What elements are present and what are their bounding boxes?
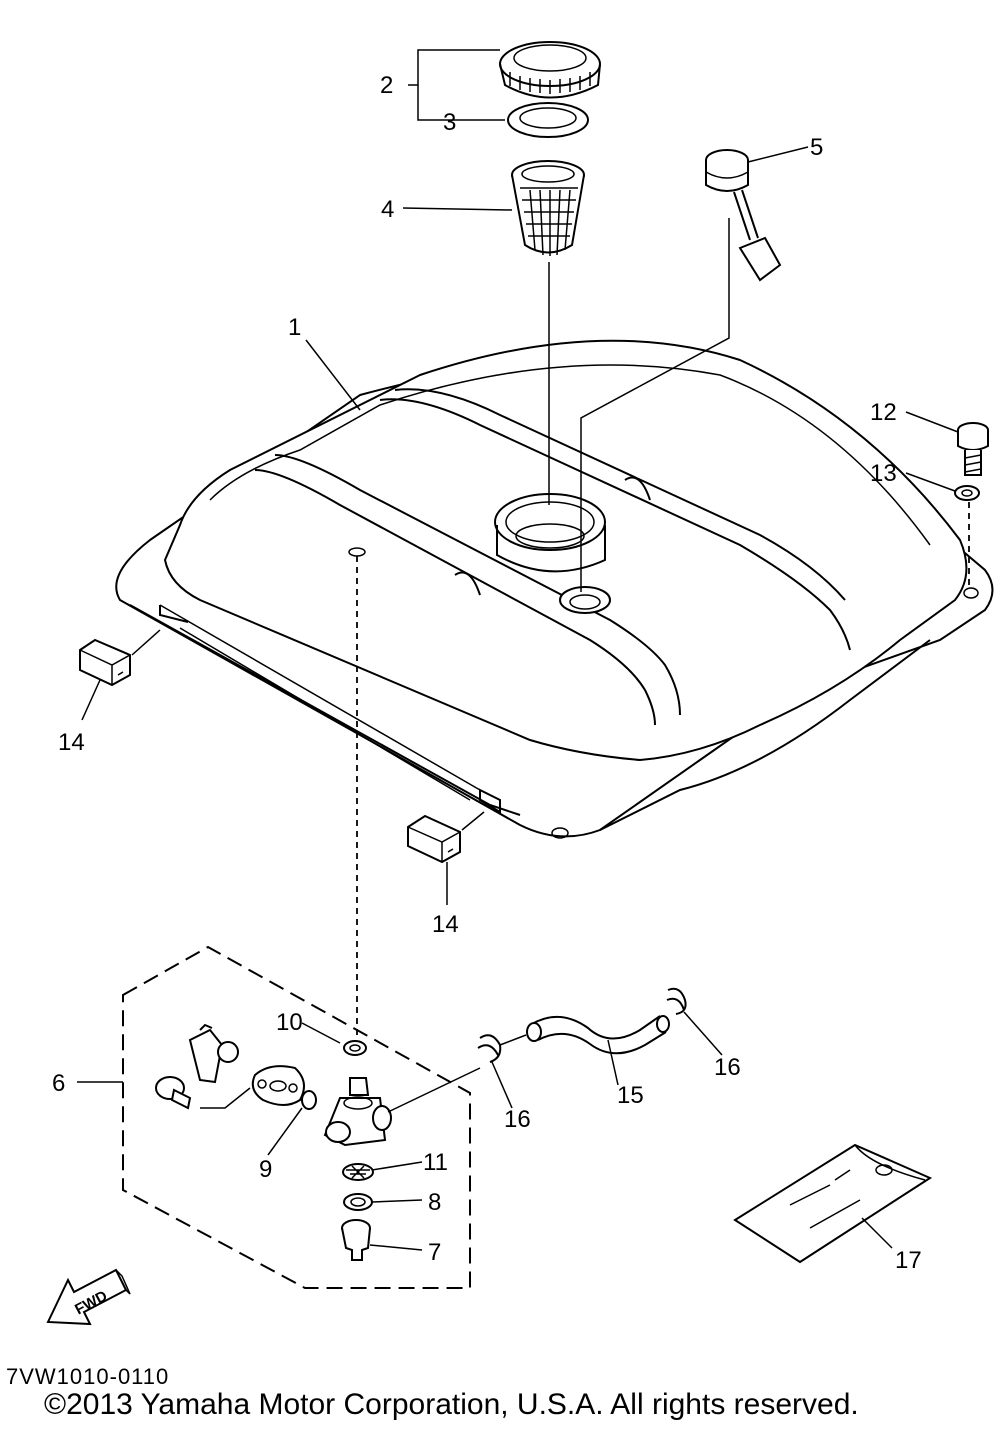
tank-cap	[499, 41, 601, 99]
assembly-lines	[131, 218, 970, 1113]
callout-1: 1	[288, 314, 301, 341]
callout-17: 17	[895, 1247, 922, 1274]
cap-seal	[507, 102, 589, 138]
callout-12: 12	[870, 399, 897, 426]
fwd-arrow-icon: FWD	[46, 1268, 131, 1326]
fuel-cock-group-outline	[122, 945, 471, 1289]
filter-screen	[342, 1163, 374, 1181]
fuel-cock-body	[323, 1077, 392, 1147]
callout-16-right: 16	[714, 1054, 741, 1081]
cup	[341, 1219, 371, 1261]
hose-clip-right	[666, 987, 687, 1015]
callout-13: 13	[870, 460, 897, 487]
callout-15: 15	[617, 1082, 644, 1109]
bolt	[957, 422, 989, 476]
callout-7: 7	[428, 1239, 441, 1266]
damper-right	[407, 814, 461, 864]
cock-o-ring	[343, 1193, 373, 1211]
diagram-code: 7VW1010-0110	[6, 1364, 170, 1389]
callout-14-left: 14	[58, 729, 85, 756]
callout-10: 10	[276, 1009, 303, 1036]
callout-14-right: 14	[432, 911, 459, 938]
callout-6: 6	[52, 1070, 65, 1097]
callout-8: 8	[428, 1189, 441, 1216]
hose-clip-left	[477, 1034, 502, 1063]
fuel-cock-lever	[188, 1023, 239, 1084]
fuel-cock-knob	[155, 1076, 192, 1110]
callout-9: 9	[259, 1156, 272, 1183]
fuel-tank	[115, 339, 994, 839]
callout-labels: 2 3 4 5 1 12 13 14 14 6 10 9 11 8 7 15 1…	[52, 72, 922, 1274]
o-ring	[301, 1090, 317, 1110]
callout-3: 3	[443, 109, 456, 136]
fuel-hose	[526, 1015, 670, 1055]
callout-16-left: 16	[504, 1106, 531, 1133]
leader-lines	[77, 49, 959, 1251]
strainer	[511, 160, 585, 256]
damper-left	[79, 638, 131, 687]
drain-washer	[343, 1040, 367, 1056]
callout-5: 5	[810, 134, 823, 161]
callout-2: 2	[380, 72, 393, 99]
fuel-gauge	[705, 149, 782, 282]
callout-4: 4	[381, 196, 394, 223]
callout-11: 11	[423, 1149, 448, 1176]
copyright-notice: ©2013 Yamaha Motor Corporation, U.S.A. A…	[44, 1388, 859, 1421]
gasket	[251, 1065, 305, 1106]
washer	[954, 485, 980, 501]
cover-sheet	[733, 1143, 933, 1264]
